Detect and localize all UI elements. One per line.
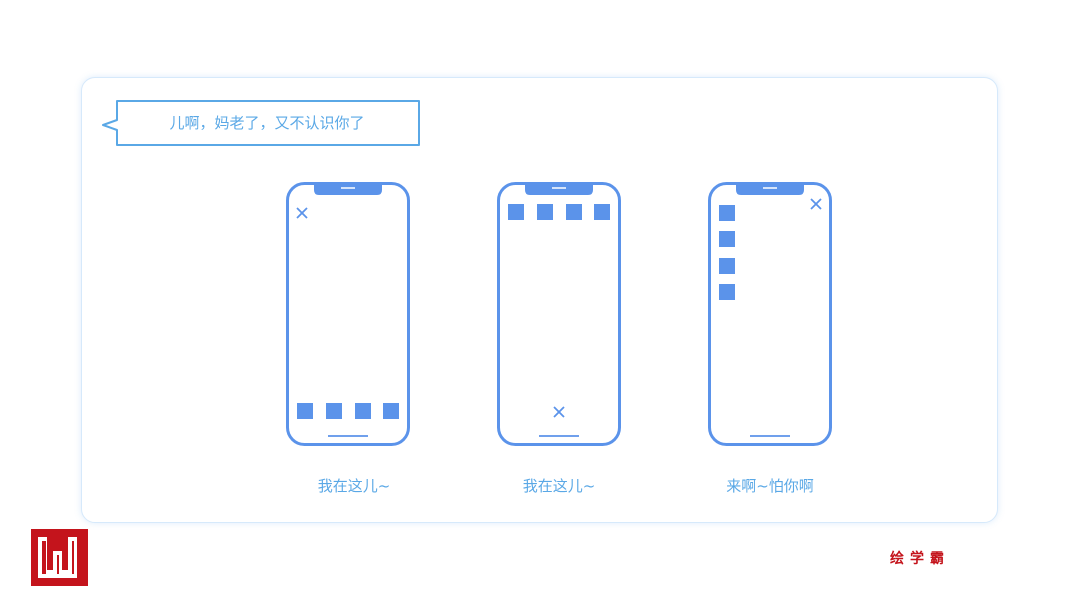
app-square-icon[interactable] — [537, 204, 553, 220]
close-icon[interactable] — [810, 198, 822, 210]
phone-caption-2: 我在这儿~ — [522, 477, 596, 495]
app-square-icon[interactable] — [719, 258, 735, 274]
app-square-icon[interactable] — [719, 231, 735, 247]
app-square-icon[interactable] — [326, 403, 342, 419]
close-icon[interactable] — [296, 207, 308, 219]
phone-notch-icon — [736, 183, 804, 195]
app-square-icon[interactable] — [566, 204, 582, 220]
phone-mockup-3 — [708, 182, 832, 446]
close-icon[interactable] — [553, 406, 565, 418]
phone-notch-icon — [525, 183, 593, 195]
phone-caption-1: 我在这儿~ — [317, 477, 391, 495]
phone-mockup-1 — [286, 182, 410, 446]
app-square-icon[interactable] — [297, 403, 313, 419]
phone-frame-icon — [497, 182, 621, 446]
w-logo-icon — [31, 529, 88, 586]
phone-frame-icon — [708, 182, 832, 446]
app-square-icon[interactable] — [383, 403, 399, 419]
app-square-icon[interactable] — [508, 204, 524, 220]
speech-bubble-outline-icon — [102, 100, 420, 146]
brand-text: 绘学霸 — [890, 551, 950, 567]
app-square-icon[interactable] — [594, 204, 610, 220]
phone-mockup-2 — [497, 182, 621, 446]
phone-notch-icon — [314, 183, 382, 195]
speech-bubble-text: 儿啊，妈老了，又不认识你了 — [169, 114, 365, 132]
app-square-icon[interactable] — [355, 403, 371, 419]
speech-bubble: 儿啊，妈老了，又不认识你了 — [100, 99, 422, 147]
app-square-icon[interactable] — [719, 205, 735, 221]
app-square-icon[interactable] — [719, 284, 735, 300]
phone-caption-3: 来啊~怕你啊 — [726, 477, 814, 495]
